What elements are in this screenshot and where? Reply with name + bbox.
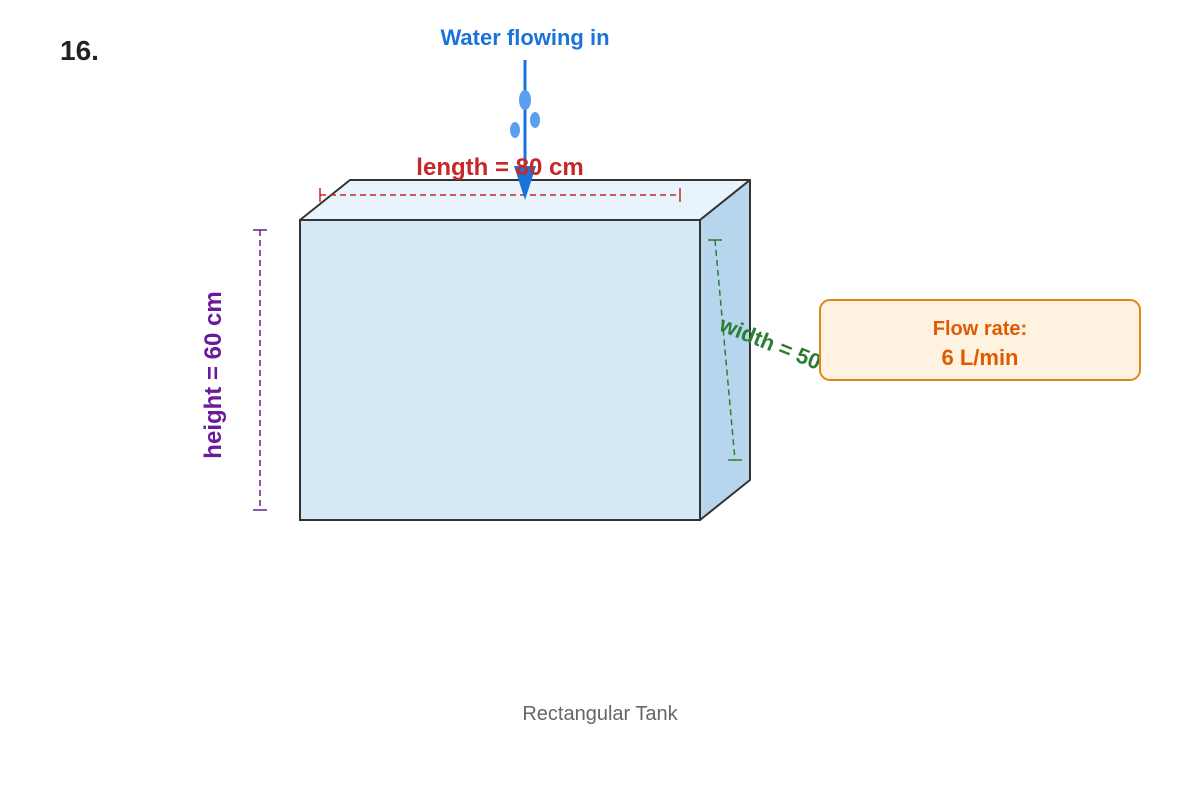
height-dimension-line [253,229,267,511]
inflow-arrow [514,60,536,200]
flow-rate-value: 6 L/min [941,345,1018,370]
width-dimension-line [708,239,742,461]
length-label: length = 80 cm [416,154,583,181]
water-droplet [530,112,540,128]
flow-rate-box: Flow rate: 6 L/min [819,299,1141,381]
water-droplet [519,90,531,110]
length-dimension-line [319,188,681,202]
height-label: height = 60 cm [200,291,227,458]
water-droplet [510,122,520,138]
tank-front-face [299,219,701,521]
flow-rate-title: Flow rate: [933,318,1027,340]
inflow-label: Water flowing in [440,25,609,50]
diagram-caption: Rectangular Tank [522,703,678,725]
question-number: 16. [60,35,99,66]
